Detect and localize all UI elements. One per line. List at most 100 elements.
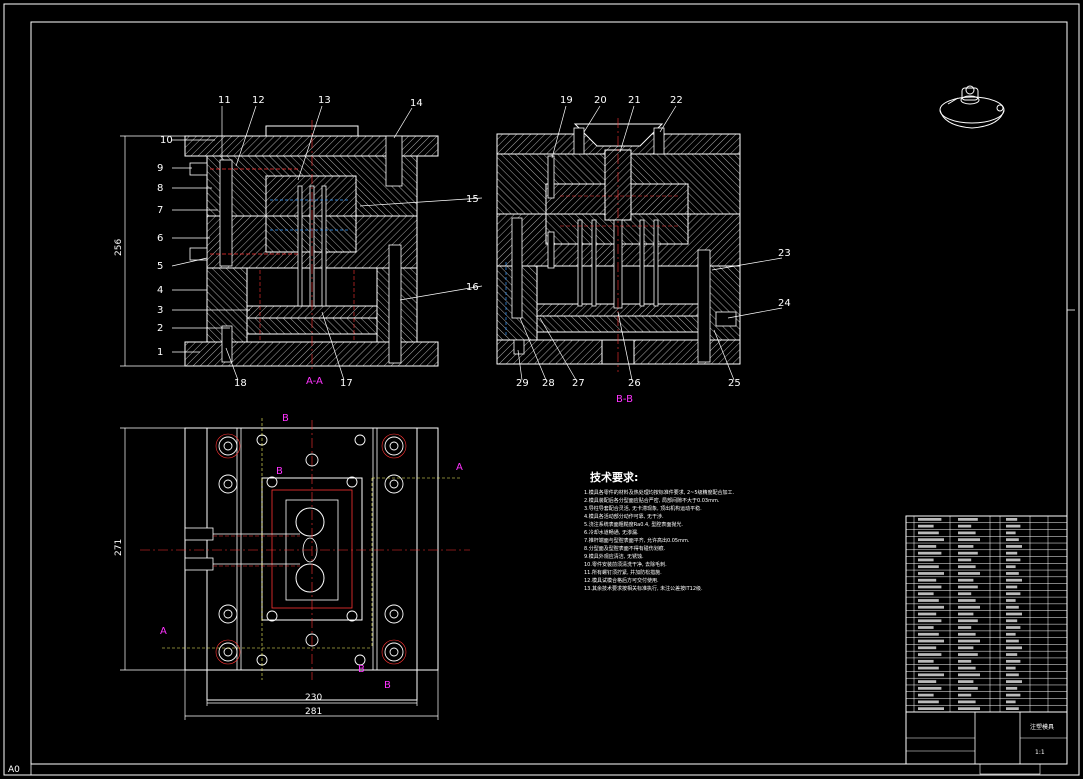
bom-cell-text-block [918,592,934,596]
callout-bb-right-0: 23 [778,248,791,259]
bom-cell-text-block [918,578,937,582]
bom-cell-text-block [918,572,944,575]
callout-aa-left-5: 5 [157,261,163,272]
bom-cell-text-block [918,545,937,548]
tech-note-line-4: 5.浇注系统表面粗糙度Ra0.4, 型腔表面抛光. [584,521,683,528]
callout-aa-left-6: 4 [157,285,163,296]
aa-height-dimension: 256 [114,239,124,256]
callout-aa-left-7: 3 [157,305,163,316]
bom-cell-text-block [1006,666,1016,670]
section-bb-callouts: 19 20 21 22 23 24 29 28 27 26 25 B-B [516,95,791,405]
tech-note-line-11: 12.模具试模合格后方可交付使用. [584,577,659,584]
bom-cell-text-block [1006,565,1016,569]
section-bb-label: B-B [616,394,633,405]
section-marker-5: B [384,680,391,691]
bom-cell-text-block [958,626,972,629]
tech-notes-title: 技术要求: [590,470,638,484]
section-bb-view [496,118,741,372]
bom-cell-text-block [1006,693,1021,697]
bom-cell-text-block [958,599,976,602]
title-block-scale: 1:1 [1035,749,1045,756]
bom-cell-text-block [918,700,939,704]
callout-aa-top-1: 12 [252,95,265,106]
technical-notes: 技术要求: 1.模具各零件的材料及热处理均按标准件要求, 2~5级精度配合加工.… [584,470,735,592]
callout-aa-left-2: 8 [157,183,163,194]
bom-cell-text-block [1006,572,1019,575]
bom-cell-text-block [1006,632,1016,636]
callout-aa-top-2: 13 [318,95,331,106]
bom-cell-text-block [1006,619,1018,623]
section-aa-callouts: 10 9 8 7 6 5 4 3 2 1 11 12 13 14 15 16 1… [114,95,483,389]
callout-bb-right-1: 24 [778,298,791,309]
bom-cell-text-block [958,524,972,528]
bom-cell-text-block [918,680,937,683]
plan-inner-width-dimension: 230 [305,693,322,703]
callout-bb-bottom-2: 27 [572,378,585,389]
tech-note-line-8: 9.模具外观应清洁, 无锈蚀. [584,553,644,560]
bom-cell-text-block [918,565,939,569]
bom-cell-text-block [958,680,974,683]
sheet-border [3,3,1080,776]
bom-cell-text-block [958,693,972,697]
plan-view-annotations: 230 281 271 B B A A B B [114,413,463,720]
bom-cell-text-block [958,565,976,569]
bom-cell-text-block [1006,599,1016,602]
bom-cell-text-block [1006,707,1019,710]
bom-cell-text-block [1006,673,1019,677]
bom-cell-text-block [958,531,976,535]
bom-cell-text-block [958,592,972,596]
bom-cell-text-block [1006,646,1022,650]
callout-bb-bottom-1: 28 [542,378,555,389]
bom-cell-text-block [918,693,934,697]
bom-cell-text-block [918,551,942,555]
bom-cell-text-block [958,619,978,623]
bom-cell-text-block [1006,626,1021,629]
plan-view [140,418,470,701]
bom-cell-text-block [918,612,937,616]
callout-aa-left-9: 1 [157,347,163,358]
section-marker-2: A [456,462,463,473]
title-block-drawing-name: 注塑模具 [1030,723,1054,731]
tech-note-line-6: 7.推杆端面与型腔表面平齐, 允许高出0.05mm. [584,537,690,544]
callout-bb-top-3: 22 [670,95,683,106]
section-marker-3: A [160,626,167,637]
tech-note-line-12: 13.其余技术要求按相关标准执行, 未注公差按IT12级. [584,585,703,592]
bom-cell-text-block [918,538,944,542]
bom-cell-text-block [958,666,976,670]
bom-cell-text-block [918,646,937,650]
tech-note-line-7: 8.分型面及型腔表面不得有碰伤划痕. [584,545,666,552]
tech-note-line-3: 4.模具各活动部分动作可靠, 无干涉. [584,513,664,520]
bom-cell-text-block [958,605,980,609]
tech-note-line-2: 3.导柱导套配合灵活, 无卡滞现象, 顶出机构运动平稳. [584,505,702,512]
bom-cell-text-block [958,646,974,650]
callout-aa-top-0: 11 [218,95,231,106]
bom-and-title-block: 注塑模具 1:1 [905,515,1068,775]
bom-cell-text-block [918,653,942,656]
bom-cell-text-block [958,653,978,656]
bom-cell-text-block [958,551,978,555]
tech-note-line-10: 11.所有螺钉须拧紧, 并加防松措施. [584,569,662,576]
bom-cell-text-block [1006,578,1022,582]
bom-cell-text-block [918,524,934,528]
bom-cell-text-block [1006,680,1022,683]
section-aa-view [184,120,439,372]
tech-note-line-1: 2.模具装配后各分型面应贴合严密, 局部间隙不大于0.03mm. [584,497,720,504]
callout-aa-bottom-0: 18 [234,378,247,389]
bom-cell-text-block [918,558,934,562]
bom-cell-text-block [1006,524,1021,528]
bom-cell-text-block [1006,518,1018,521]
bom-cell-text-block [1006,551,1018,555]
callout-bb-top-2: 21 [628,95,641,106]
bom-cell-text-block [1006,531,1016,535]
callout-bb-bottom-4: 25 [728,378,741,389]
callout-aa-left-0: 10 [160,135,173,146]
callout-bb-top-1: 20 [594,95,607,106]
tech-note-line-0: 1.模具各零件的材料及热处理均按标准件要求, 2~5级精度配合加工. [584,489,735,496]
callout-bb-top-0: 19 [560,95,573,106]
callout-aa-bottom-1: 17 [340,378,353,389]
callout-aa-left-8: 2 [157,323,163,334]
callout-bb-bottom-3: 26 [628,378,641,389]
callout-aa-right-1: 16 [466,282,479,293]
bom-cell-text-block [1006,592,1021,596]
callout-aa-left-3: 7 [157,205,163,216]
